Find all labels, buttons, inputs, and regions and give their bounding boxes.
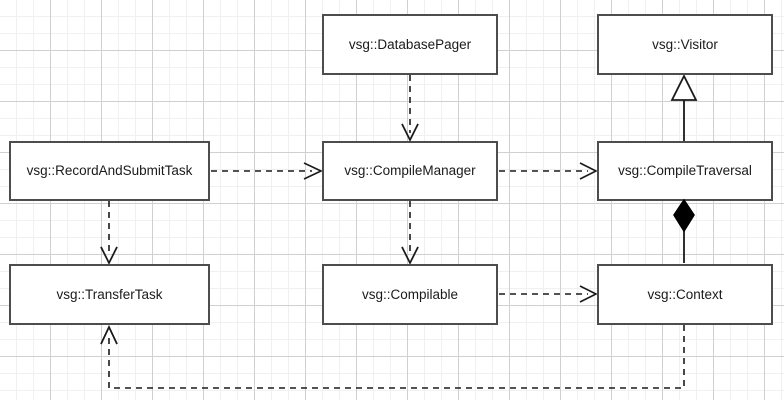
edge-line [108,325,685,389]
edge-compile-traversal-to-context-composition [673,198,695,263]
class-label: vsg::Compilable [361,286,459,302]
class-label: vsg::CompileTraversal [618,163,752,179]
class-label: vsg::Context [647,286,723,302]
class-node-transfer-task[interactable]: vsg::TransferTask [9,264,210,325]
class-node-database-pager[interactable]: vsg::DatabasePager [322,14,498,75]
hollow-triangle-arrowhead [670,73,698,101]
edge-compile-manager-to-compile-traversal [499,162,598,180]
class-node-record-and-submit-task[interactable]: vsg::RecordAndSubmitTask [9,141,210,201]
edge-context-to-transfer-task [100,325,685,389]
class-node-compilable[interactable]: vsg::Compilable [322,264,498,325]
open-arrowhead [579,285,598,303]
class-label: vsg::TransferTask [56,286,163,302]
class-label: vsg::Visitor [652,36,718,52]
class-node-visitor[interactable]: vsg::Visitor [597,14,773,75]
edge-database-pager-to-compile-manager [401,75,419,142]
edge-record-submit-task-to-transfer-task [100,201,118,265]
class-node-compile-manager[interactable]: vsg::CompileManager [322,141,498,201]
filled-diamond-arrowhead [673,198,695,233]
open-arrowhead [579,162,598,180]
open-arrowhead [303,162,323,180]
edge-record-submit-task-to-compile-manager [211,162,323,180]
class-label: vsg::DatabasePager [348,36,472,52]
edge-compile-traversal-to-visitor-inheritance [670,73,698,141]
class-node-context[interactable]: vsg::Context [597,264,773,325]
class-label: vsg::CompileManager [344,163,476,179]
edge-compile-manager-to-compilable [401,201,419,265]
class-label: vsg::RecordAndSubmitTask [26,163,193,179]
edge-compilable-to-context [499,285,598,303]
class-node-compile-traversal[interactable]: vsg::CompileTraversal [597,141,773,201]
